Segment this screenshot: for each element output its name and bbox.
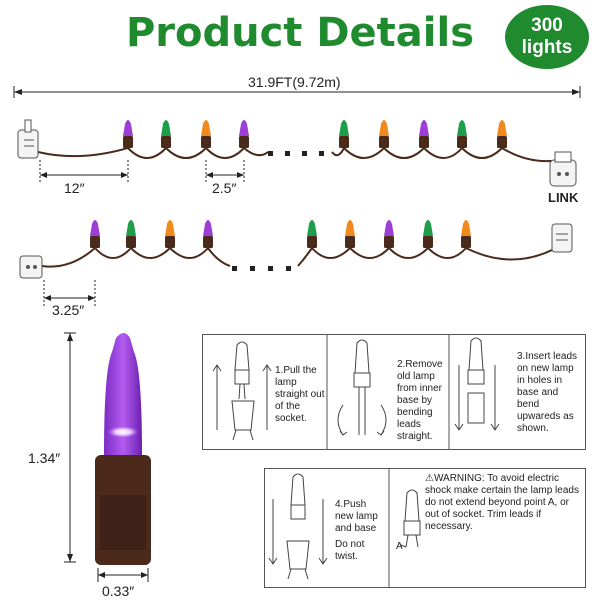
step-4-text: 4.Push new lamp and base — [335, 499, 378, 534]
light-string-row-1 — [37, 146, 561, 163]
link-connector-icon — [549, 151, 577, 187]
mini-bulb — [423, 220, 433, 248]
step-3-text: 3.Insert leads on new lamp in holes in b… — [517, 351, 578, 434]
end-connector-icon — [19, 255, 43, 279]
bulb-spacing-label: 2.5″ — [212, 180, 237, 196]
mini-bulb — [497, 120, 507, 148]
bulb-width-label: 0.33″ — [102, 583, 135, 599]
mini-bulb — [90, 220, 100, 248]
ellipsis-dots-row-1 — [268, 151, 324, 156]
mini-bulb — [201, 120, 211, 148]
instruction-illustrations-top — [212, 335, 500, 449]
ellipsis-dots-row-2 — [232, 266, 291, 271]
instructions-panel-top: 1.Pull the lamp straight out of the sock… — [202, 334, 586, 450]
bulb-height-dimension — [64, 332, 76, 563]
lead-length-label: 12″ — [64, 180, 85, 196]
badge-unit: lights — [521, 37, 573, 58]
mini-bulb — [419, 120, 429, 148]
warning-text: ⚠WARNING: To avoid electric shock make c… — [425, 473, 579, 532]
mini-bulb — [126, 220, 136, 248]
mini-bulb — [239, 120, 249, 148]
bulb-spacing-dimension — [205, 160, 245, 182]
bulb-height-label: 1.34″ — [28, 450, 61, 466]
instructions-panel-bottom: 4.Push new lamp and base Do not twist. A… — [264, 468, 586, 588]
end-lead-dimension — [43, 280, 96, 306]
mini-bulb — [379, 120, 389, 148]
mini-bulb — [123, 120, 133, 148]
point-a-label: A — [396, 541, 403, 552]
mini-bulb — [165, 220, 175, 248]
step-2-text: 2.Remove old lamp from inner base by ben… — [397, 359, 443, 442]
link-label: LINK — [548, 190, 579, 205]
mini-bulb — [307, 220, 317, 248]
mini-bulb — [161, 120, 171, 148]
mini-bulb — [457, 120, 467, 148]
male-plug-icon — [17, 119, 39, 159]
bulb-width-dimension — [97, 568, 149, 582]
large-bulb-illustration — [95, 333, 151, 565]
total-length-label: 31.9FT(9.72m) — [248, 74, 341, 90]
plug-right-icon — [551, 223, 573, 253]
total-length-dimension — [13, 86, 581, 98]
light-string-row-2 — [41, 246, 553, 268]
mini-bulb — [203, 220, 213, 248]
badge-count: 300 — [531, 15, 563, 37]
mini-bulb — [345, 220, 355, 248]
step-4-note: Do not twist. — [335, 539, 365, 562]
lead-length-dimension — [39, 160, 129, 182]
page-title: Product Details — [125, 10, 475, 56]
mini-bulb — [339, 120, 349, 148]
mini-bulb — [384, 220, 394, 248]
mini-bulb — [461, 220, 471, 248]
light-count-badge: 300 lights — [505, 5, 589, 69]
step-1-text: 1.Pull the lamp straight out of the sock… — [275, 365, 325, 424]
instruction-illustrations-bottom — [268, 469, 421, 587]
end-lead-label: 3.25″ — [52, 302, 85, 318]
